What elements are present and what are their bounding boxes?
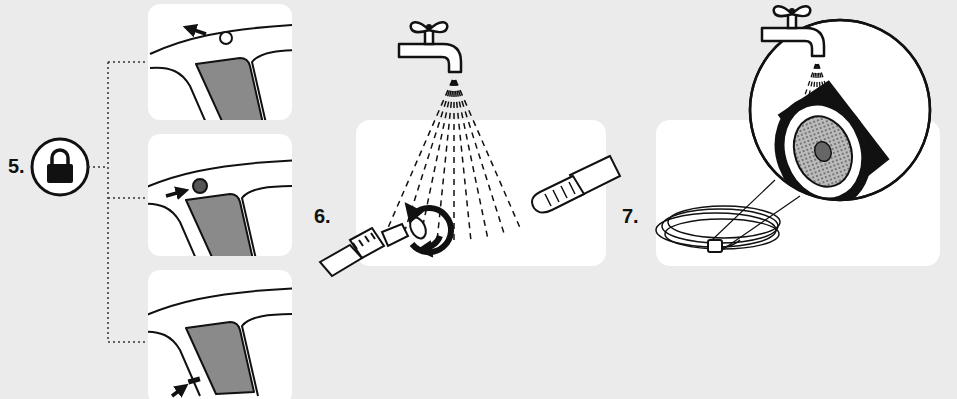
rinse-panel	[320, 22, 620, 276]
trigger-panel	[140, 270, 300, 399]
trigger-panel	[148, 4, 310, 132]
water-spray	[456, 80, 522, 231]
step-number: 7.	[622, 205, 639, 228]
dotted-bracket	[88, 62, 146, 342]
step-number: 5.	[8, 155, 25, 178]
step-number: 6.	[314, 205, 331, 228]
lock-icon	[32, 139, 88, 195]
trigger-panel	[140, 134, 300, 268]
hose-connector	[320, 204, 451, 276]
water-spray	[455, 80, 489, 241]
filter-panel	[656, 6, 940, 266]
water-spray	[455, 80, 505, 237]
spray-nozzle	[532, 156, 620, 213]
water-spray	[453, 80, 455, 245]
